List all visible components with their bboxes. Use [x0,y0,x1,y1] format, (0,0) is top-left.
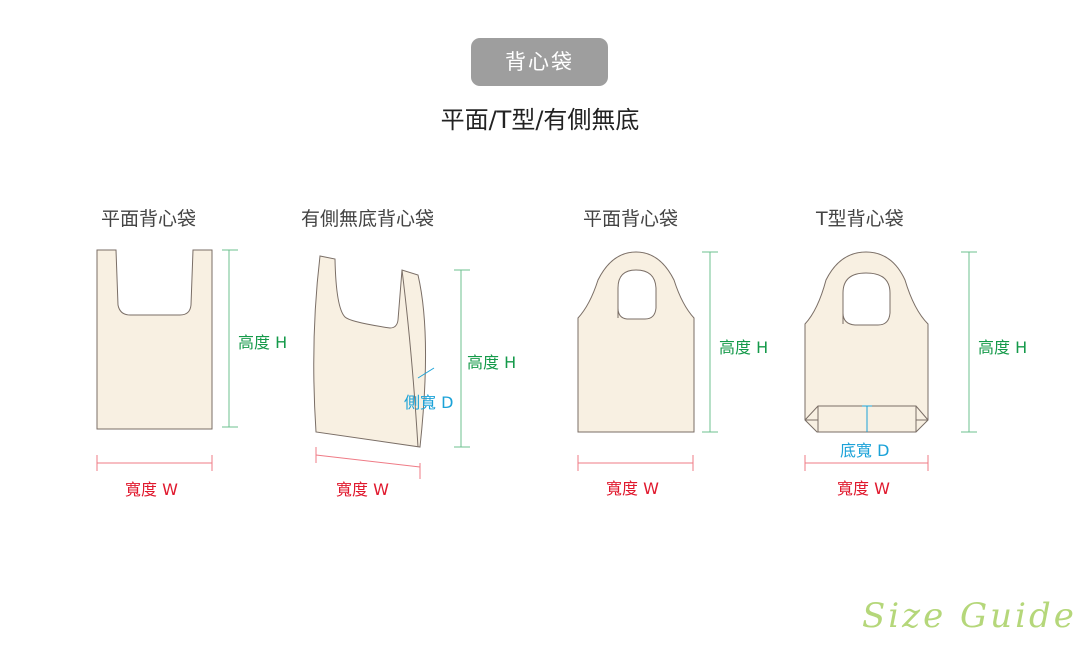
bag-3-height-label: 高度 H [719,338,769,357]
bag-2-height-label: 高度 H [467,353,517,372]
bag-3-width-label: 寬度 W [606,479,659,498]
bag-1-height-label: 高度 H [238,333,288,352]
category-badge: 背心袋 [471,38,608,86]
bag-1-title: 平面背心袋 [101,208,197,230]
bag-4-title: T型背心袋 [816,208,904,230]
bag-3-title: 平面背心袋 [583,208,679,230]
bag-2-title: 有側無底背心袋 [301,208,435,230]
size-guide-brand: Size Guide [862,596,1077,636]
page-subtitle: 平面/T型/有側無底 [440,106,640,134]
bag-4-height-label: 高度 H [978,338,1028,357]
bag-flat-vest-2-illustration [577,251,718,471]
bag-flat-vest-1-illustration [96,249,238,471]
bag-4-width-label: 寬度 W [837,479,890,498]
bag-1-width-label: 寬度 W [125,480,178,499]
bag-t-type-illustration [804,251,977,471]
bag-side-gusset-illustration [313,255,470,479]
bag-2-depth-label: 側寬 D [404,393,454,412]
bag-4-depth-label: 底寬 D [840,441,890,460]
bag-2-width-label: 寬度 W [336,480,389,499]
